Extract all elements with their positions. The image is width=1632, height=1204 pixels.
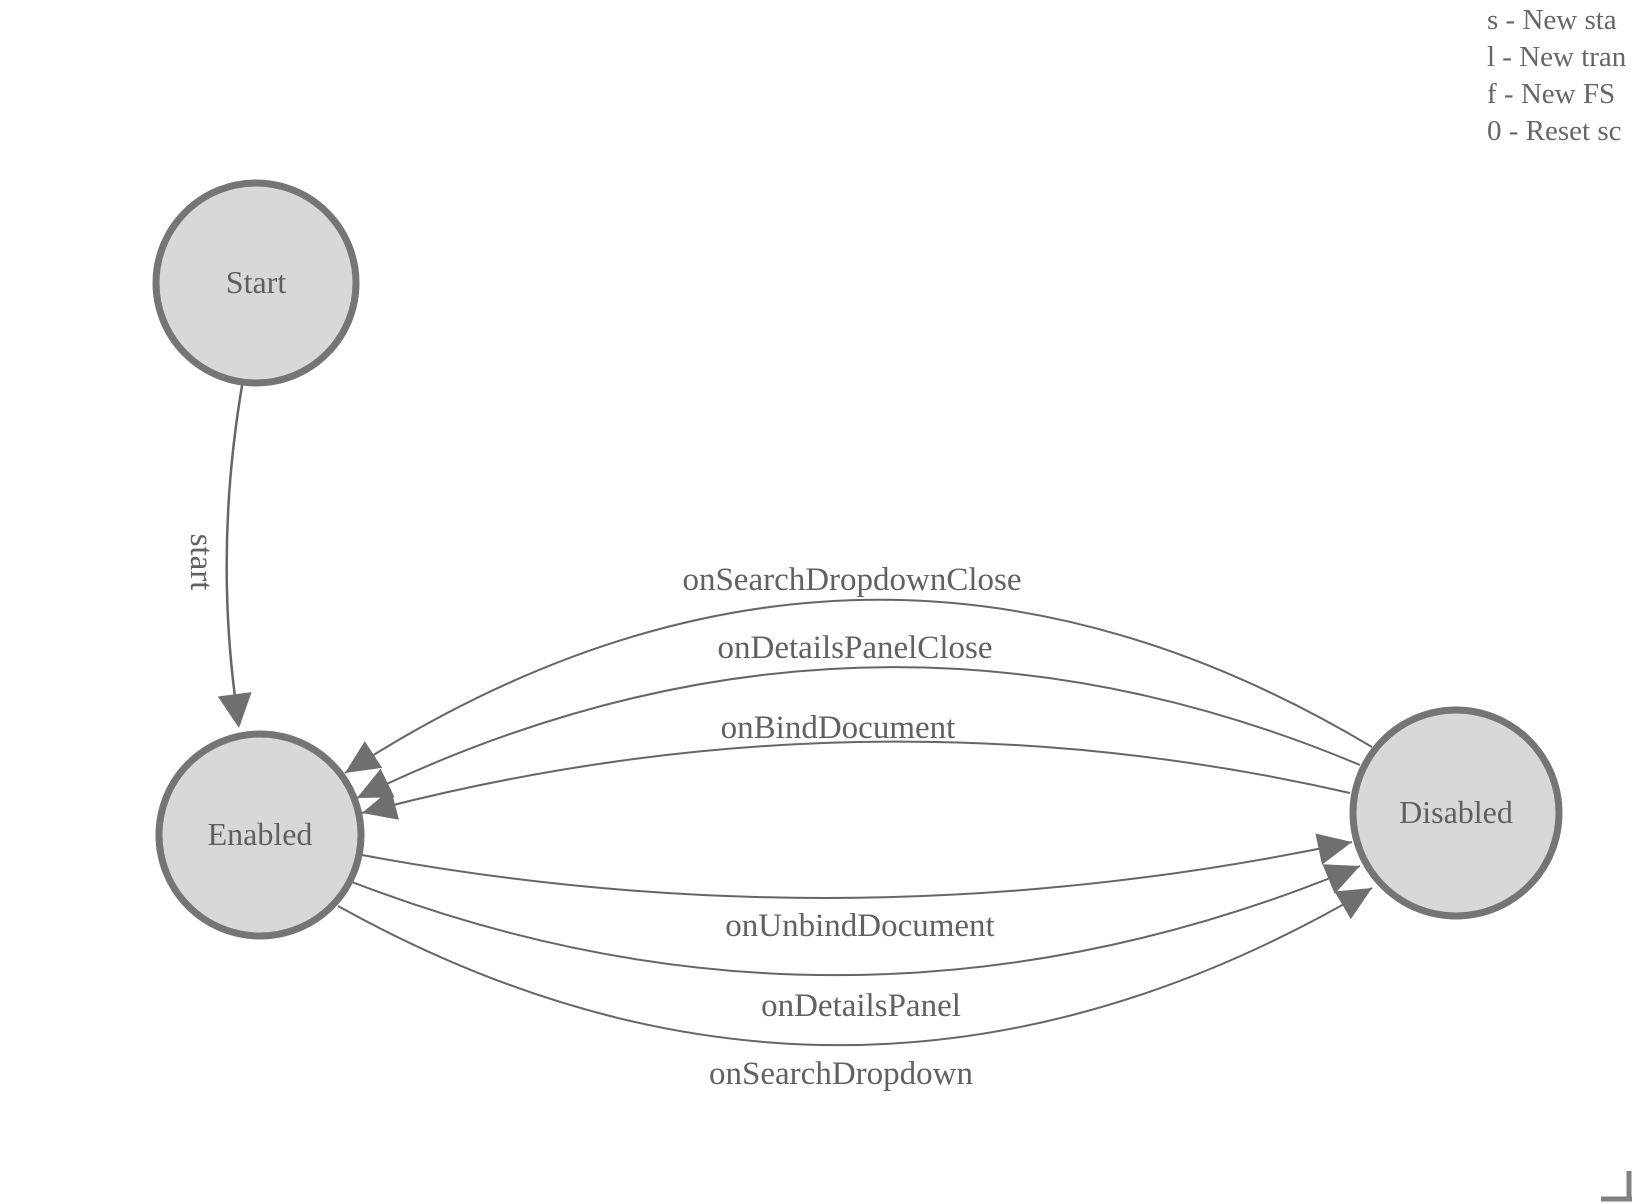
canvas-corner-bracket xyxy=(1601,1171,1632,1202)
arrowhead-icon xyxy=(217,692,252,728)
legend-line-new-state: s - New sta xyxy=(1487,4,1617,36)
transition-curve[interactable] xyxy=(361,740,1351,814)
transition-disabled-to-enabled-2[interactable] xyxy=(356,666,1361,799)
transition-label: onBindDocument xyxy=(721,710,956,746)
transition-label-start: start xyxy=(183,534,219,591)
transition-start-to-enabled[interactable] xyxy=(225,379,245,698)
transition-curve[interactable] xyxy=(356,666,1361,799)
transition-disabled-to-enabled-1[interactable] xyxy=(344,598,1373,774)
transition-label: onDetailsPanel xyxy=(761,988,961,1024)
arrowhead-icon xyxy=(357,768,395,798)
transition-enabled-to-disabled-2[interactable] xyxy=(351,865,1361,977)
transition-enabled-to-disabled-1[interactable] xyxy=(361,841,1353,899)
transition-enabled-to-disabled-3[interactable] xyxy=(337,887,1373,1047)
arrowhead-icon xyxy=(362,788,399,820)
state-node-enabled[interactable]: Enabled xyxy=(155,730,365,940)
transition-curve[interactable] xyxy=(344,598,1373,774)
legend-line-new-transition: l - New tran xyxy=(1487,41,1627,73)
transition-curve[interactable] xyxy=(337,887,1373,1047)
legend-line-new-fsm: f - New FS xyxy=(1487,78,1615,110)
legend-line-reset: 0 - Reset sc xyxy=(1487,115,1622,147)
arrowhead-icon xyxy=(1315,833,1352,865)
arrowhead-icon xyxy=(1334,888,1372,920)
state-label: Disabled xyxy=(1399,794,1513,830)
state-node-start[interactable]: Start xyxy=(152,179,360,387)
state-node-disabled[interactable]: Disabled xyxy=(1349,706,1563,920)
state-label: Enabled xyxy=(208,816,313,852)
transition-curve[interactable] xyxy=(361,841,1353,899)
transition-label: onSearchDropdown xyxy=(709,1056,973,1092)
arrowhead-icon xyxy=(1322,864,1360,894)
state-circle[interactable] xyxy=(155,730,365,940)
state-circle[interactable] xyxy=(152,179,360,387)
transition-label: onDetailsPanelClose xyxy=(718,630,993,666)
transition-label: onUnbindDocument xyxy=(725,908,994,944)
shortcut-legend: s - New sta l - New tran f - New FS 0 - … xyxy=(1487,4,1627,147)
transition-disabled-to-enabled-3[interactable] xyxy=(361,740,1351,814)
transition-curve[interactable] xyxy=(225,379,245,698)
transition-label: onSearchDropdownClose xyxy=(682,562,1021,598)
state-circle[interactable] xyxy=(1349,706,1563,920)
transition-curve[interactable] xyxy=(351,865,1361,977)
arrowhead-icon xyxy=(345,741,383,773)
state-label: Start xyxy=(226,264,287,300)
